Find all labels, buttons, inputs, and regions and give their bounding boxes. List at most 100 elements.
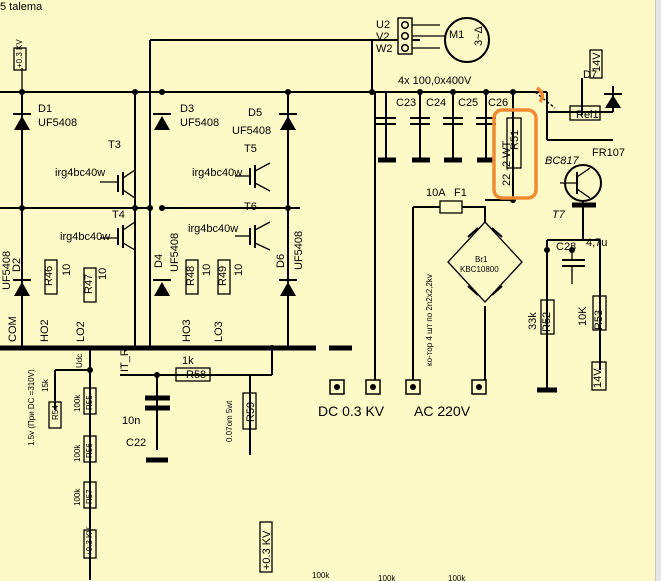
right-edge-scrollbar[interactable] xyxy=(655,0,661,581)
terminal-dc-label: DC 0.3 KV xyxy=(318,403,385,419)
hv-mid-left-label: +0.3 KV xyxy=(85,527,94,556)
d2-ref: D2 xyxy=(11,258,23,272)
resistor-r48 xyxy=(185,259,199,295)
capacitor-c22 xyxy=(145,395,170,463)
bridge-part: KBC10800 xyxy=(460,265,499,274)
d1-part: UF5408 xyxy=(38,117,77,129)
hv-box-mid xyxy=(259,521,273,573)
c28-ref: C28 xyxy=(556,241,576,253)
net-udc: Udc xyxy=(75,354,84,368)
fuse-rating: 10A xyxy=(426,187,446,199)
resistor-hv xyxy=(83,529,97,559)
diode-d6 xyxy=(279,279,297,296)
r47-ref: R47 xyxy=(83,274,95,294)
t4-part: irg4bc40w xyxy=(60,231,110,243)
r59-value: 0.07om 5wt xyxy=(225,400,234,442)
motor-m1-symbol xyxy=(444,17,490,63)
diode-d5 xyxy=(279,113,297,130)
v14-box xyxy=(591,361,607,391)
r48-ref: R48 xyxy=(185,266,197,286)
d2-part: UF5408 xyxy=(1,251,13,290)
hv-box-top xyxy=(13,47,27,71)
phase-u2: U2 xyxy=(376,19,390,31)
terminal-ac xyxy=(405,379,487,395)
motor-label: M1 xyxy=(449,29,464,41)
t5-part: irg4bc40w xyxy=(192,167,242,179)
diode-d1 xyxy=(13,113,31,130)
bjt-t7 xyxy=(560,164,602,202)
net-ho2: HO2 xyxy=(39,319,51,342)
r48-value: 10 xyxy=(201,264,213,276)
t3-part: irg4bc40w xyxy=(55,167,105,179)
r51-value: 22 -2 WT xyxy=(501,140,513,186)
r46-value: 10 xyxy=(61,264,73,276)
r52-ref: R52 xyxy=(541,312,553,332)
r56-ref: R56 xyxy=(85,443,94,458)
resistor-r52 xyxy=(540,299,555,335)
diode-d4 xyxy=(153,279,171,296)
cap-c24-label: C24 xyxy=(426,97,446,109)
resistor-r46 xyxy=(44,259,58,295)
capacitor-c28 xyxy=(562,250,585,284)
r51-highlight xyxy=(492,108,538,200)
t7-part: BC817 xyxy=(545,155,580,167)
resistor-r58 xyxy=(175,367,211,382)
bridge-br1 xyxy=(447,221,523,303)
igbt-t4 xyxy=(100,221,136,251)
r59-ref: R59 xyxy=(245,402,257,422)
igbt-t6 xyxy=(235,221,271,251)
diode-d2 xyxy=(13,279,31,296)
bottom-value-1: 100k xyxy=(312,571,330,580)
highlight-mark xyxy=(535,86,545,104)
t3-ref: T3 xyxy=(108,139,121,151)
diode-d7 xyxy=(604,93,622,108)
resistor-r47 xyxy=(83,267,97,303)
phase-v2: V2 xyxy=(376,31,389,43)
d4-part: UF5408 xyxy=(169,233,181,272)
terminal-block-motor xyxy=(397,17,413,55)
net-com: COM xyxy=(7,316,19,342)
cap-bank-label: 4x 100,0x400V xyxy=(398,75,472,87)
r49-ref: R49 xyxy=(217,266,229,286)
r54-value: 15k xyxy=(41,378,50,392)
fuse-ref: F1 xyxy=(454,187,467,199)
relay-contact xyxy=(534,91,556,109)
diode-d3 xyxy=(153,113,171,130)
r55-ref: R55 xyxy=(85,395,94,410)
resistor-r53 xyxy=(592,295,607,331)
d7-ref: D7 xyxy=(583,69,597,81)
relay-diode: FR107 xyxy=(592,147,625,159)
vref-label: 1.5v (При DC =310V) xyxy=(27,369,36,446)
resistor-r49 xyxy=(217,259,231,295)
r58-value: 1k xyxy=(182,355,194,367)
hv-top-label: +0.3 KV xyxy=(15,39,24,68)
v14-label: 14V xyxy=(592,368,604,388)
t6-ref: T6 xyxy=(244,201,257,213)
resistor-r55 xyxy=(83,387,97,415)
c22-ref: C22 xyxy=(126,437,146,449)
cap-c23-label: C23 xyxy=(396,97,416,109)
capacitor-bank xyxy=(376,117,496,163)
r51-ref: R51 xyxy=(509,130,521,150)
bridge-ref: Br1 xyxy=(475,255,488,264)
relay-ref: Rel1 xyxy=(576,109,599,121)
c28-value: 4,7u xyxy=(586,237,607,249)
d3-ref: D3 xyxy=(180,103,194,115)
r46-ref: R46 xyxy=(43,266,55,286)
d3-part: UF5408 xyxy=(180,117,219,129)
igbt-t3 xyxy=(100,169,136,199)
v14-box-top xyxy=(589,49,603,79)
resistor-r54 xyxy=(48,401,62,429)
resistor-r51 xyxy=(506,117,522,169)
bottom-value-2: 100k xyxy=(378,574,396,581)
r57-ref: R57 xyxy=(85,489,94,504)
r56-value: 100k xyxy=(73,444,82,462)
d5-part: UF5408 xyxy=(232,125,271,137)
d6-ref: D6 xyxy=(275,254,287,268)
junction-dots xyxy=(19,89,575,378)
r57-value: 100k xyxy=(73,488,82,506)
net-ho3: HO3 xyxy=(181,319,193,342)
r49-value: 10 xyxy=(233,264,245,276)
